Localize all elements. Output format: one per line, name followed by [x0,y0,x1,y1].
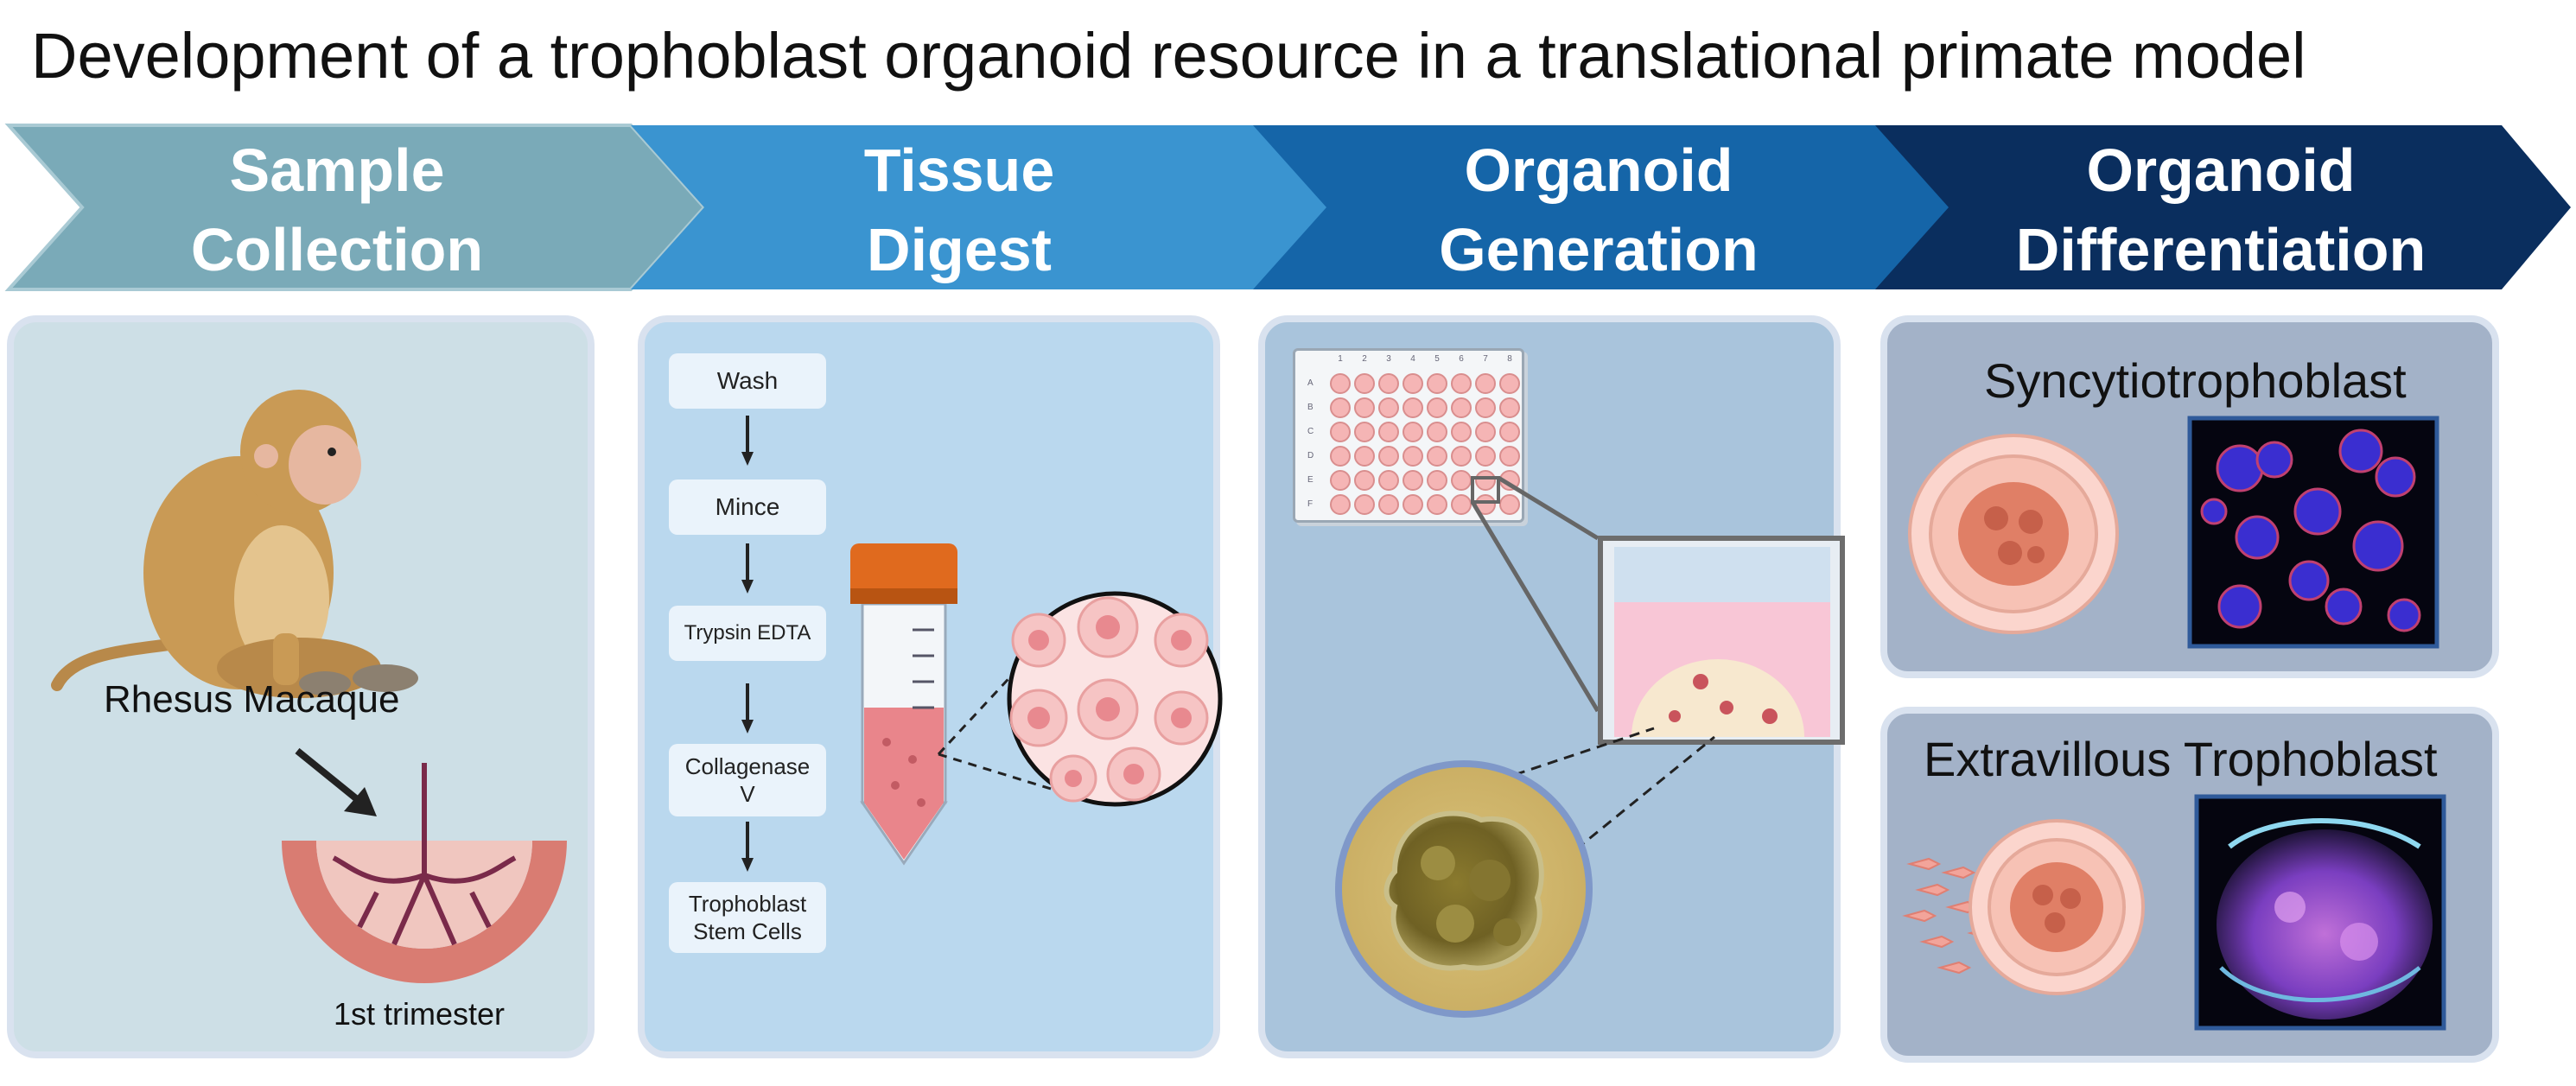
arrow-down-icon [741,543,754,594]
plate-well [1354,470,1375,491]
plate-well [1354,397,1375,418]
plate-well [1475,446,1496,467]
plate-well [1402,397,1423,418]
plate-well [1354,494,1375,515]
plate-well [1475,422,1496,442]
stage-banner-tissue-digest [631,125,1331,289]
cell-zoom-circle [1007,591,1223,807]
plate-well [1427,397,1447,418]
plate-well [1402,373,1423,394]
panel-organoid-generation: 1 2 3 4 5 6 7 8 A B C D E F [1258,315,1845,1058]
well-plate: 1 2 3 4 5 6 7 8 A B C D E F [1293,348,1524,523]
panel-tissue-digest: Wash Mince Trypsin EDTA Collagenase V Tr… [638,315,1223,1058]
plate-well [1451,494,1472,515]
plate-well [1402,422,1423,442]
plate-well [1499,397,1520,418]
plate-well [1378,373,1399,394]
panel-sample-collection: Rhesus Macaque 1st trimester [7,315,595,1058]
figure-title: Development of a trophoblast organoid re… [31,20,2306,92]
plate-well [1451,470,1472,491]
step-wash: Wash [669,353,826,409]
arrow-down-icon [741,683,754,734]
plate-well [1378,494,1399,515]
arrow-down-icon [741,416,754,466]
plate-well [1499,373,1520,394]
rhesus-macaque-illustration [51,390,418,698]
plate-well [1330,422,1351,442]
plate-well [1330,494,1351,515]
plate-well [1330,446,1351,467]
plate-well [1378,422,1399,442]
extravillous-trophoblast-label: Extravillous Trophoblast [1924,732,2438,786]
arrow-to-placenta-icon [295,747,377,816]
plate-well [1427,422,1447,442]
arrow-down-icon [741,822,754,872]
well-cross-section [1598,536,1845,745]
step-trypsin-edta: Trypsin EDTA [669,606,826,661]
stage-banner-organoid-differentiation [1875,125,2571,289]
step-mince: Mince [669,479,826,535]
plate-well [1427,373,1447,394]
trimester-label: 1st trimester [334,996,506,1032]
plate-well [1499,446,1520,467]
plate-well [1451,422,1472,442]
plate-well [1378,446,1399,467]
extravillous-trophoblast-illustration [1902,819,2145,995]
syncytiotrophoblast-organoid-illustration [1908,434,2119,634]
plate-well [1475,397,1496,418]
plate-wells [1330,373,1520,515]
plate-well [1402,494,1423,515]
syncytiotrophoblast-label: Syncytiotrophoblast [1984,353,2407,408]
organoid-zoom-lines [1498,727,1715,851]
plate-well [1330,397,1351,418]
plate-well [1499,422,1520,442]
plate-well [1451,373,1472,394]
extravillous-trophoblast-micrograph [2194,794,2446,1031]
plate-well [1427,446,1447,467]
plate-well [1475,373,1496,394]
syncytiotrophoblast-micrograph [2187,416,2439,649]
plate-row-letters: A B C D E F [1307,378,1314,509]
zoom-guide-lines [937,632,1053,791]
stage-banner-organoid-generation [1253,125,1953,289]
plate-well [1378,397,1399,418]
rhesus-macaque-label: Rhesus Macaque [104,678,400,721]
well-zoom-lines [1470,475,1600,713]
step-collagenase-v: Collagenase V [669,744,826,816]
centrifuge-tube-illustration [850,543,957,866]
placenta-illustration [282,763,567,983]
plate-well [1378,470,1399,491]
plate-well [1427,470,1447,491]
plate-well [1451,397,1472,418]
plate-well [1354,422,1375,442]
plate-well [1402,470,1423,491]
plate-well [1451,446,1472,467]
step-trophoblast-stem-cells: Trophoblast Stem Cells [669,882,826,953]
plate-well [1354,446,1375,467]
plate-well [1330,373,1351,394]
plate-well [1427,494,1447,515]
plate-well [1499,494,1520,515]
organoid-micrograph [1335,760,1593,1018]
plate-well [1330,470,1351,491]
plate-well [1354,373,1375,394]
plate-well [1475,470,1496,491]
plate-well [1402,446,1423,467]
plate-column-numbers: 1 2 3 4 5 6 7 8 [1338,354,1512,364]
